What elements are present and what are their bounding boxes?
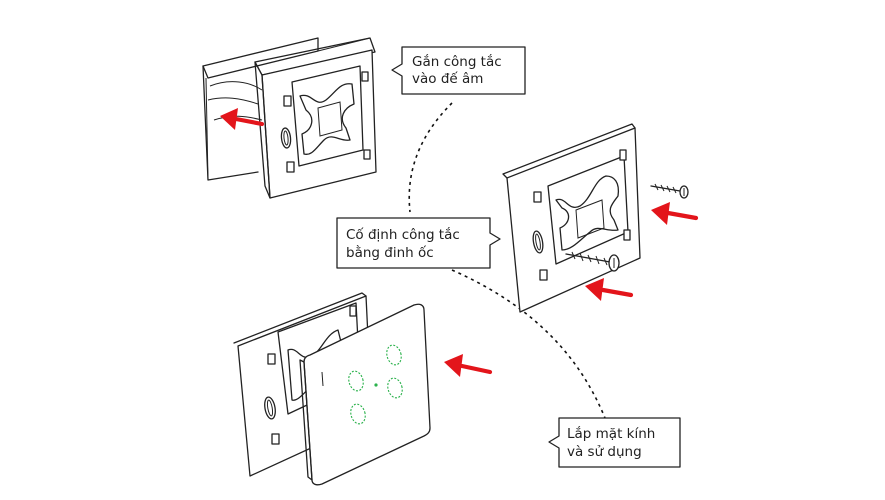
touch-button-3: [350, 403, 366, 425]
connector-step2-step3: [451, 269, 606, 419]
step3-illustration: [233, 292, 431, 486]
step1-line1: Gắn công tắc: [412, 53, 502, 70]
arrow-left-icon: [651, 202, 699, 225]
callout-step2: Cố định công tắc bằng đinh ốc: [336, 217, 501, 269]
connector-step1-step2: [408, 102, 453, 213]
step2-illustration: [502, 123, 641, 313]
callout-step3: Lắp mặt kính và sử dụng: [548, 417, 681, 468]
step1-illustration: [202, 37, 377, 199]
arrow-left-icon: [585, 278, 634, 301]
touch-button-1: [348, 370, 364, 392]
screw-icon: [650, 183, 689, 199]
step2-line2: bằng đinh ốc: [346, 244, 434, 261]
touch-button-2: [386, 344, 402, 366]
arrow-left-icon: [444, 354, 493, 377]
arrow-left-icon: [220, 108, 265, 130]
step1-line2: vào đế âm: [412, 70, 483, 87]
screw-icon: [565, 251, 620, 272]
touch-button-4: [387, 377, 403, 399]
callout-step1: Gắn công tắc vào đế âm: [391, 46, 526, 95]
step3-line1: Lắp mặt kính: [567, 425, 655, 442]
step2-line1: Cố định công tắc: [346, 226, 460, 243]
step3-line2: và sử dụng: [567, 444, 642, 460]
